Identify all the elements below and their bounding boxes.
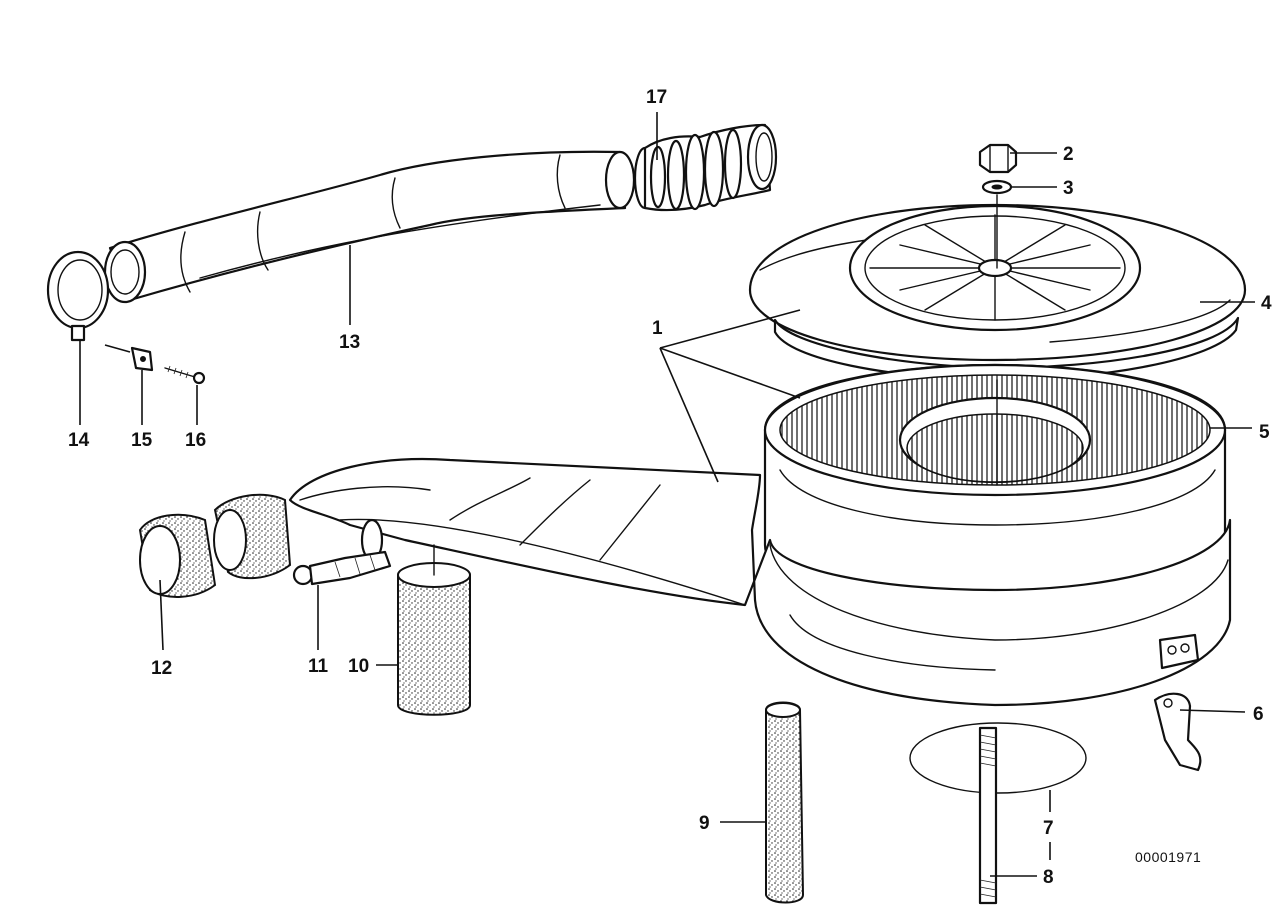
callout-9: 9 bbox=[699, 813, 710, 834]
valve-part-11 bbox=[292, 550, 392, 586]
callout-15: 15 bbox=[131, 430, 153, 451]
reference-number: 00001971 bbox=[1135, 849, 1201, 865]
hose-part-10 bbox=[397, 544, 471, 716]
callout-16: 16 bbox=[185, 430, 206, 451]
filter-element-part-5 bbox=[763, 363, 1227, 612]
bellows-part-17 bbox=[633, 123, 778, 212]
bracket-part-6 bbox=[1153, 692, 1202, 772]
callout-13: 13 bbox=[339, 332, 360, 353]
clip-nut-part-15 bbox=[130, 346, 154, 372]
callout-10: 10 bbox=[348, 656, 369, 677]
callout-5: 5 bbox=[1259, 422, 1270, 443]
callout-7: 7 bbox=[1043, 818, 1054, 839]
callout-14: 14 bbox=[68, 430, 90, 451]
callout-labels: 1 2 3 4 5 6 7 8 9 10 11 12 13 14 15 16 1… bbox=[68, 87, 1272, 888]
washer-part-3 bbox=[981, 179, 1013, 195]
callout-17: 17 bbox=[646, 87, 667, 108]
screw-part-16 bbox=[164, 365, 206, 385]
callout-2: 2 bbox=[1063, 144, 1074, 165]
stud-bolt-part-8 bbox=[978, 726, 998, 905]
callout-6: 6 bbox=[1253, 704, 1264, 725]
filter-housing-base-part-1 bbox=[288, 457, 1232, 707]
sealing-ring-part-7 bbox=[909, 722, 1087, 794]
callout-11: 11 bbox=[308, 656, 329, 677]
callout-8: 8 bbox=[1043, 867, 1054, 888]
vent-hose-part-9 bbox=[765, 701, 805, 904]
callout-12: 12 bbox=[151, 658, 172, 679]
nut-part-2 bbox=[978, 143, 1018, 174]
rubber-sleeve-part-12 bbox=[138, 493, 292, 598]
filter-housing-lid-part-4 bbox=[748, 203, 1247, 382]
callout-3: 3 bbox=[1063, 178, 1074, 199]
intake-tube-part-13 bbox=[103, 150, 636, 304]
leader-lines bbox=[79, 112, 1255, 877]
hose-clamp-part-14 bbox=[46, 250, 110, 342]
callout-1: 1 bbox=[652, 318, 663, 339]
callout-4: 4 bbox=[1261, 293, 1272, 314]
